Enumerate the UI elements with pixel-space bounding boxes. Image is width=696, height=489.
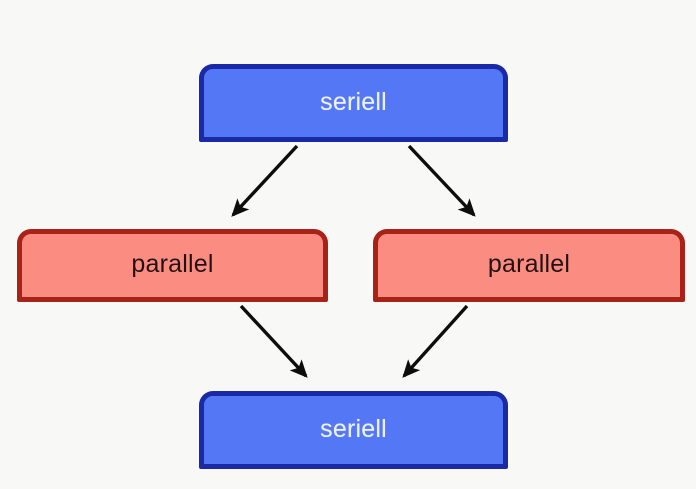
edge-left-to-bottom xyxy=(239,304,308,378)
node-label: parallel xyxy=(487,250,571,278)
node-label: parallel xyxy=(131,250,214,278)
node-serial-top[interactable]: seriell xyxy=(199,64,508,142)
node-parallel-left[interactable]: parallel xyxy=(17,229,328,302)
node-serial-bottom[interactable]: seriell xyxy=(199,391,508,469)
node-label: seriell xyxy=(320,87,387,116)
edge-top-to-left xyxy=(231,144,299,217)
edge-right-to-bottom xyxy=(402,304,469,378)
edge-top-to-right xyxy=(407,144,476,217)
node-parallel-right[interactable]: parallel xyxy=(373,229,685,302)
node-label: seriell xyxy=(320,414,387,443)
